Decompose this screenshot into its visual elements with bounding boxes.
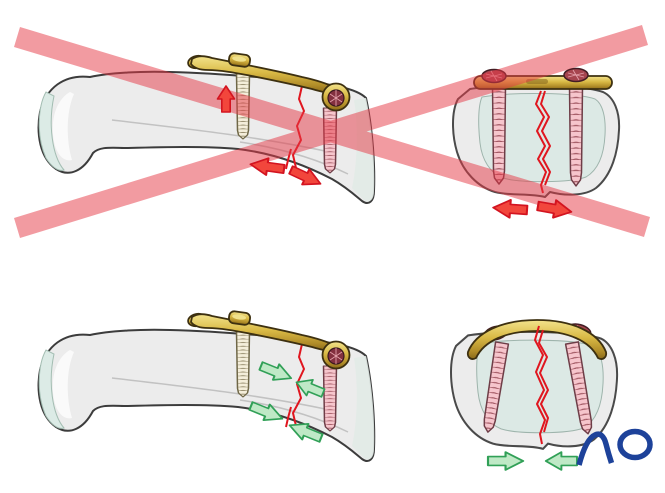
ao-logo: [576, 428, 653, 466]
arrow-diverge-left: [248, 154, 287, 179]
curved-plate: [466, 319, 608, 360]
arrow-compress-left: [544, 451, 578, 471]
ao-logo-letter-o: [617, 428, 653, 461]
x-band-ascending: [14, 25, 648, 238]
red-displacement-arrows: [216, 85, 574, 222]
green-compression-arrows: [246, 357, 578, 472]
arrow-gap-right: [535, 196, 574, 222]
arrow-compress-right: [486, 450, 525, 472]
arrow-compress-right-down: [256, 357, 296, 388]
arrow-compress-left-up: [285, 416, 326, 447]
ao-logo-letter-a: [576, 431, 615, 466]
arrow-compress-right-down: [246, 397, 287, 428]
arrow-diverge-right: [286, 161, 326, 193]
arrow-compress-left-up: [292, 373, 328, 402]
arrow-gap-left: [491, 197, 529, 220]
panel-bottom-right-axial: [449, 319, 619, 450]
arrow-up: [216, 85, 236, 113]
fracture-line: [534, 325, 549, 445]
